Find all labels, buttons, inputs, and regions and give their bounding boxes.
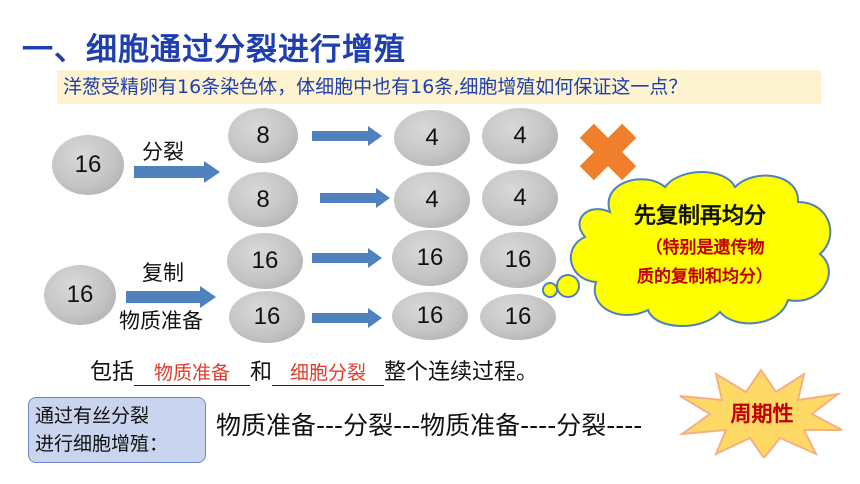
cell-rep-end-2: 16: [480, 232, 556, 288]
cell-rep-end-3-value: 16: [416, 302, 444, 329]
star-burst-icon: [678, 368, 843, 458]
cell-end-3-value: 4: [425, 186, 439, 213]
cell-mid-2: 8: [228, 172, 298, 227]
cloud-note: （特别是遗传物 质的复制和均分）: [605, 234, 805, 292]
cell-rep-end-3: 16: [392, 292, 468, 340]
cloud-note-line2: 质的复制和均分）: [637, 267, 773, 287]
cell-end-3: 4: [394, 172, 470, 228]
cell-start-replication: 16: [44, 265, 116, 325]
cell-mid-2-value: 8: [256, 185, 270, 213]
periodicity-badge: 周期性: [730, 402, 794, 426]
thought-cloud: [542, 171, 832, 327]
cell-end-4: 4: [482, 170, 558, 226]
cell-rep-end-4-value: 16: [504, 303, 532, 330]
summary-line2: 进行细胞增殖：: [35, 433, 169, 455]
question-banner: 洋葱受精卵有16条染色体，体细胞中也有16条,细胞增殖如何保证这一点？: [57, 70, 821, 104]
cross-icon: [579, 123, 637, 181]
replication-arrow: [126, 286, 216, 308]
cell-rep-end-1-value: 16: [416, 244, 444, 271]
cell-start-division-value: 16: [74, 151, 102, 178]
cell-rep-end-4: 16: [480, 294, 556, 340]
cell-end-1: 4: [394, 110, 470, 166]
division-arrow: [134, 161, 220, 183]
sentence-suffix: 整个连续过程。: [384, 360, 539, 385]
cell-rep-end-2-value: 16: [504, 246, 532, 273]
cell-mid-1-value: 8: [256, 121, 270, 149]
cell-rep-end-1: 16: [392, 230, 468, 286]
arrow-rep-2: [312, 308, 382, 328]
division-label: 分裂: [142, 140, 184, 164]
cell-rep-mid-1-value: 16: [251, 247, 279, 274]
cell-rep-mid-1: 16: [227, 233, 303, 289]
cloud-heading: 先复制再均分: [633, 204, 766, 229]
summary-line1: 通过有丝分裂: [35, 405, 150, 427]
cell-end-4-value: 4: [513, 184, 527, 211]
cell-end-2: 4: [482, 108, 558, 164]
cell-start-replication-value: 16: [66, 281, 94, 308]
blank-2: 细胞分裂: [272, 358, 385, 386]
summary-box: 通过有丝分裂 进行细胞增殖：: [28, 397, 206, 463]
blank-1: 物质准备: [134, 358, 251, 386]
sentence-middle: 和: [250, 360, 273, 385]
material-prep-label: 物质准备: [119, 309, 203, 333]
arrow-mid-2: [320, 188, 390, 208]
cloud-note-line1: （特别是遗传物: [645, 238, 765, 258]
cell-start-division: 16: [52, 135, 124, 195]
cell-end-1-value: 4: [425, 124, 439, 151]
cell-mid-1: 8: [228, 108, 298, 163]
replication-label: 复制: [142, 261, 184, 285]
page-title: 一、细胞通过分裂进行增殖: [22, 32, 406, 68]
sentence-prefix: 包括: [90, 360, 135, 385]
fill-in-sentence: 包括物质准备和细胞分裂整个连续过程。: [90, 354, 538, 386]
arrow-mid-1: [312, 126, 382, 146]
cell-end-2-value: 4: [513, 122, 527, 149]
arrow-rep-1: [312, 248, 382, 268]
cell-rep-mid-2-value: 16: [253, 303, 281, 330]
cycle-sequence: 物质准备---分裂---物质准备----分裂----: [216, 411, 643, 440]
cell-rep-mid-2: 16: [229, 291, 305, 343]
